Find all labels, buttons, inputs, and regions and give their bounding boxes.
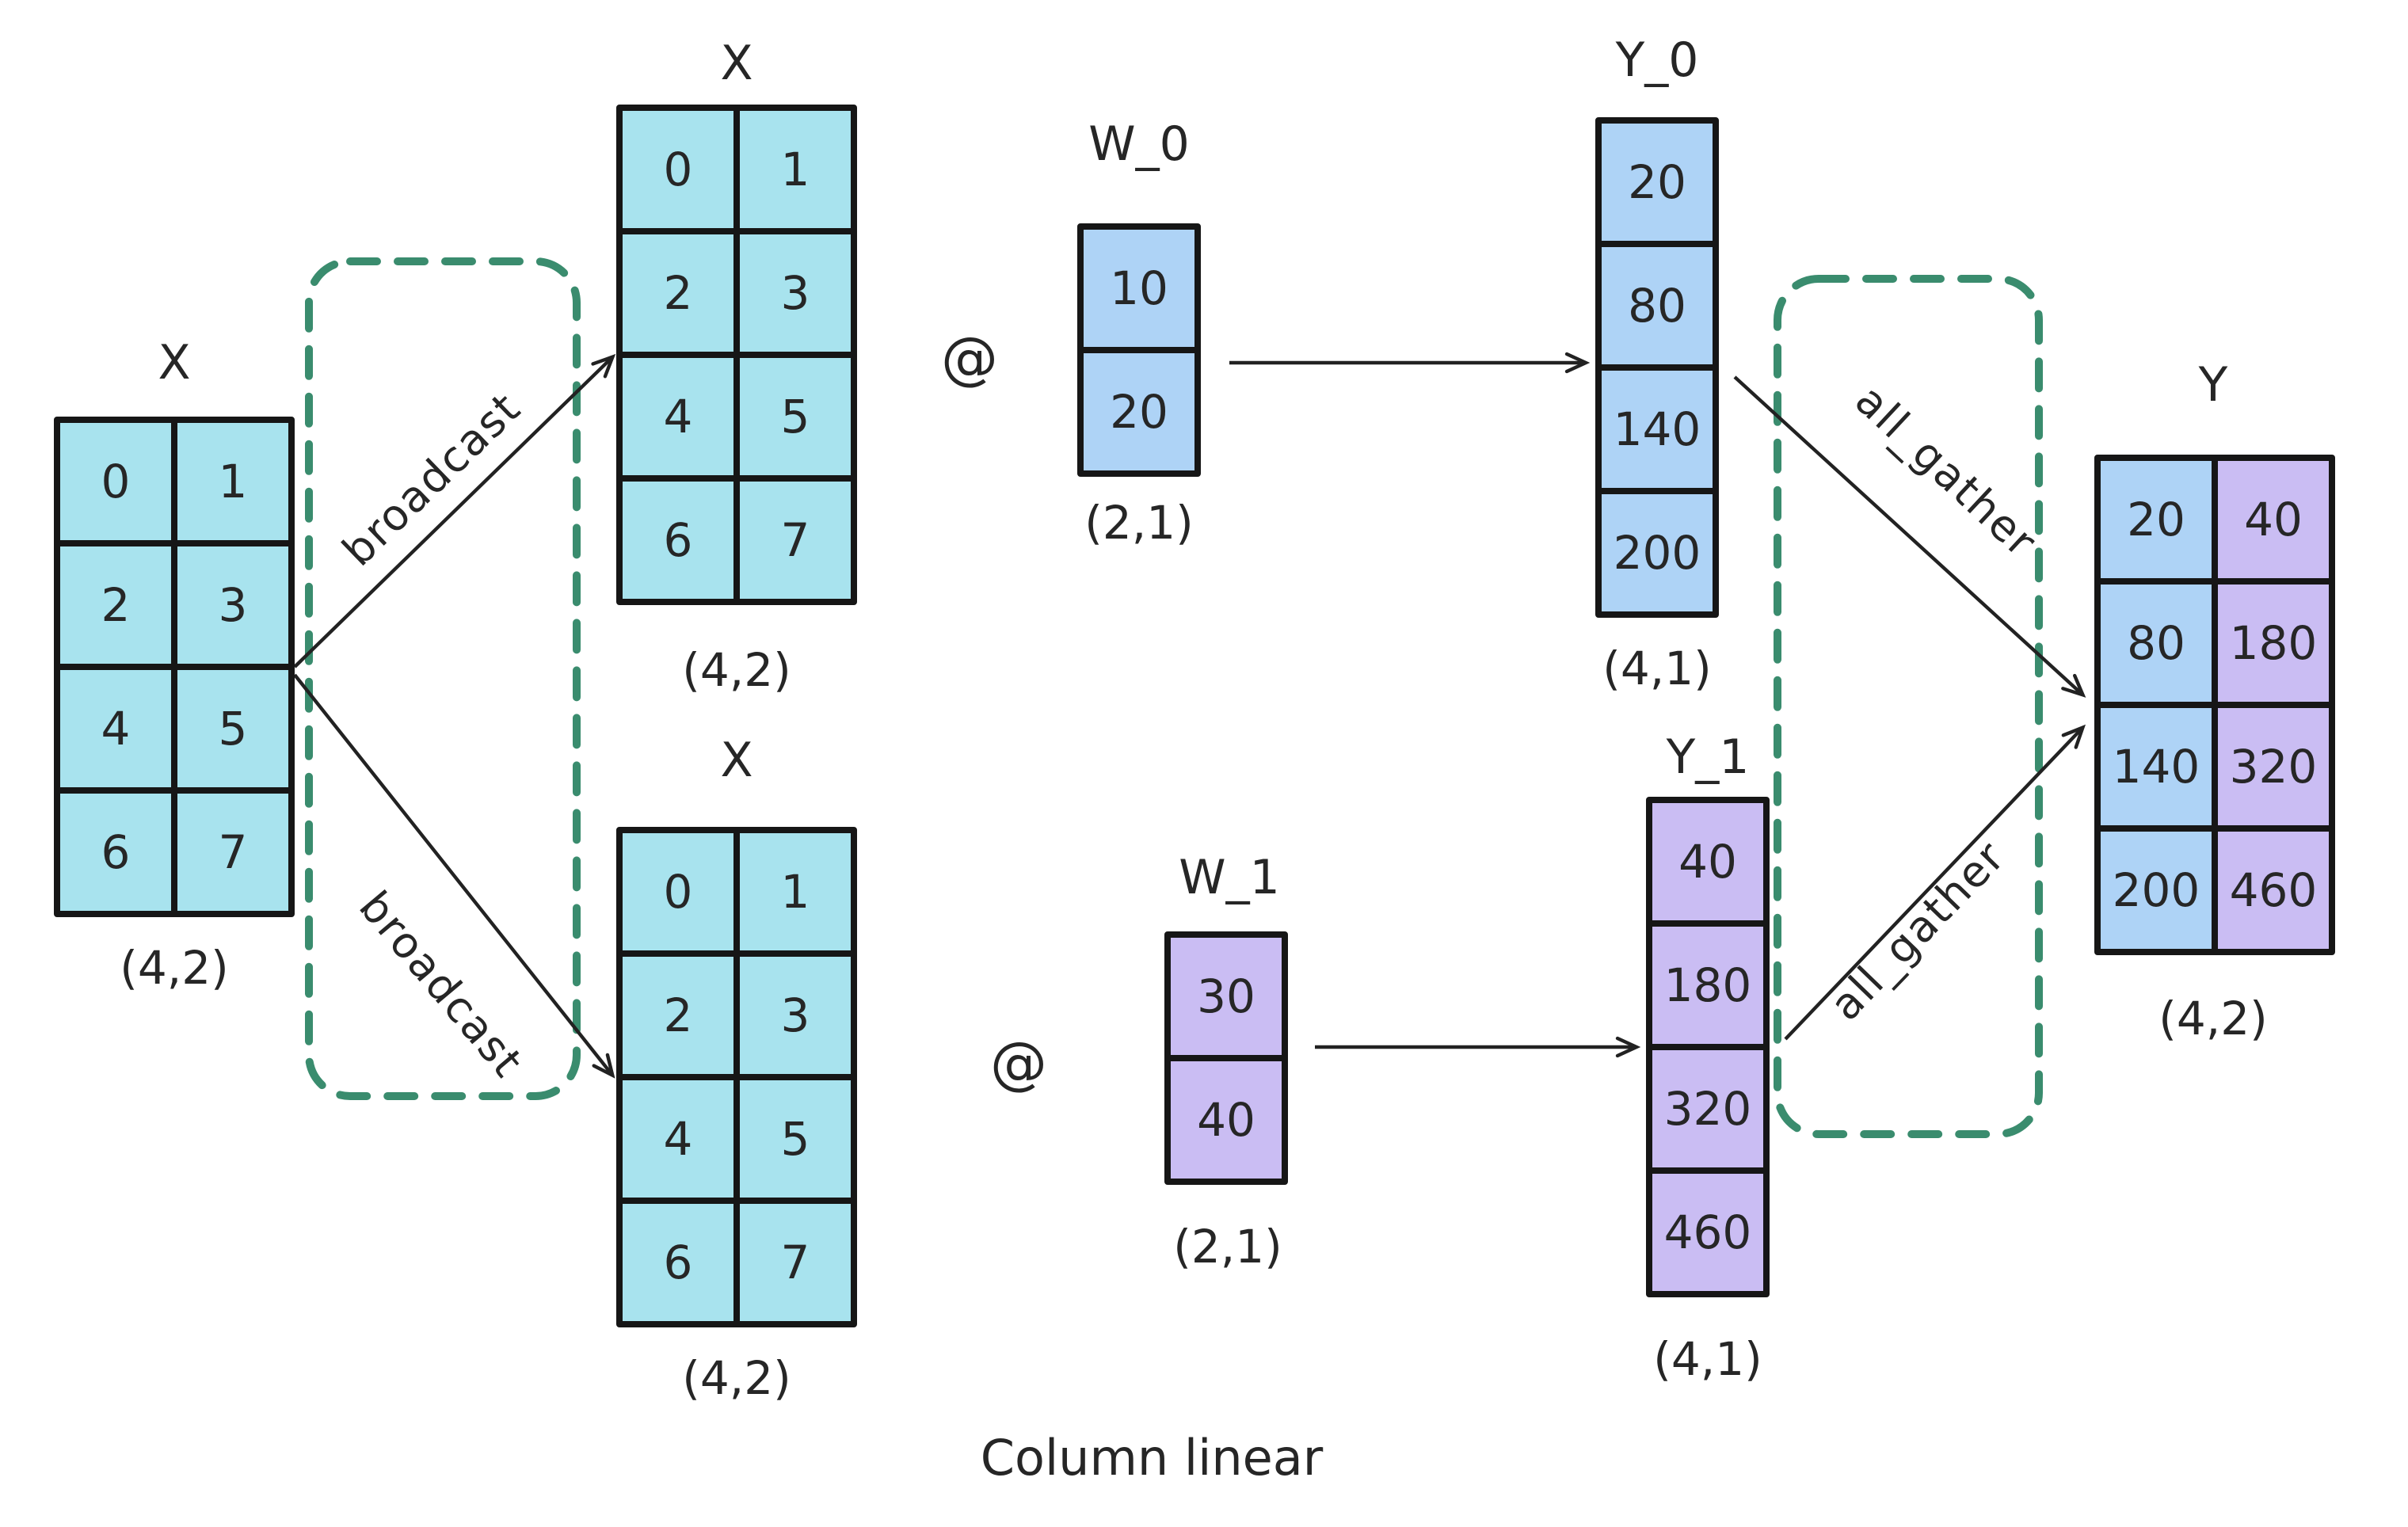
matrix-cell: 460: [2218, 832, 2329, 949]
matrix-cell: 80: [1602, 247, 1713, 364]
matrix-cell: 140: [2101, 708, 2212, 825]
matrix-cell: 200: [1602, 494, 1713, 611]
matrix-cell: 2: [60, 546, 171, 664]
matrix-cell: 320: [2218, 708, 2329, 825]
y-output-matrix: 20 40 80 180 140 320 200 460: [2094, 455, 2335, 955]
matrix-cell: 7: [740, 1204, 851, 1321]
matrix-cell: 0: [623, 833, 733, 950]
matrix-cell: 0: [60, 423, 171, 540]
matrix-cell: 3: [740, 234, 851, 352]
diagram-title: Column linear: [980, 1430, 1324, 1487]
matrix-cell: 180: [1652, 927, 1763, 1044]
broadcast-bottom-label: broadcast: [349, 882, 532, 1088]
matrix-cell: 40: [2218, 461, 2329, 578]
matrix-cell: 80: [2101, 585, 2212, 702]
matrix-cell: 20: [2101, 461, 2212, 578]
matrix-cell: 5: [177, 670, 288, 787]
y1-matrix: 40 180 320 460: [1646, 797, 1770, 1297]
matrix-cell: 10: [1084, 230, 1194, 347]
matrix-cell: 140: [1602, 371, 1713, 488]
broadcast-arrow-top: [293, 353, 616, 668]
y1-label: Y_1: [1666, 730, 1750, 786]
matmul-operator-top: @: [941, 327, 998, 392]
x-input-label: X: [158, 336, 191, 391]
y1-shape: (4,1): [1653, 1332, 1762, 1386]
matrix-cell: 1: [177, 423, 288, 540]
y-output-label: Y: [2198, 358, 2228, 413]
w1-matrix: 30 40: [1164, 931, 1288, 1185]
all-gather-bottom-label: all_gather: [1821, 832, 2016, 1031]
broadcast-top-label: broadcast: [333, 383, 532, 577]
x-top-shape: (4,2): [682, 643, 791, 697]
matrix-cell: 4: [623, 358, 733, 475]
x-input-matrix: 0 1 2 3 4 5 6 7: [54, 417, 295, 917]
matrix-cell: 40: [1652, 803, 1763, 920]
matrix-cell: 20: [1602, 124, 1713, 241]
x-bottom-shape: (4,2): [682, 1351, 791, 1405]
matrix-cell: 5: [740, 358, 851, 475]
y0-label: Y_0: [1615, 33, 1699, 89]
matrix-cell: 460: [1652, 1174, 1763, 1291]
matmul-operator-bottom: @: [990, 1032, 1047, 1097]
y0-shape: (4,1): [1602, 642, 1712, 695]
matrix-cell: 5: [740, 1080, 851, 1198]
x-top-label: X: [720, 36, 753, 92]
matrix-cell: 180: [2218, 585, 2329, 702]
x-top-matrix: 0 1 2 3 4 5 6 7: [616, 105, 857, 605]
x-bottom-label: X: [720, 733, 753, 789]
matrix-cell: 6: [60, 794, 171, 911]
matrix-cell: 6: [623, 482, 733, 599]
w1-shape: (2,1): [1173, 1220, 1282, 1274]
matrix-cell: 7: [740, 482, 851, 599]
matrix-cell: 200: [2101, 832, 2212, 949]
w1-label: W_1: [1179, 851, 1280, 906]
all-gather-top-label: all_gather: [1845, 376, 2046, 568]
w0-label: W_0: [1088, 117, 1190, 173]
x-input-shape: (4,2): [120, 941, 229, 995]
y-output-shape: (4,2): [2158, 992, 2268, 1045]
matrix-cell: 1: [740, 833, 851, 950]
matrix-cell: 2: [623, 957, 733, 1074]
x-bottom-matrix: 0 1 2 3 4 5 6 7: [616, 827, 857, 1327]
matrix-cell: 3: [177, 546, 288, 664]
matrix-cell: 30: [1171, 938, 1282, 1055]
matrix-cell: 7: [177, 794, 288, 911]
matrix-cell: 3: [740, 957, 851, 1074]
matrix-cell: 4: [623, 1080, 733, 1198]
w0-shape: (2,1): [1084, 496, 1194, 550]
matrix-cell: 320: [1652, 1050, 1763, 1167]
matrix-cell: 4: [60, 670, 171, 787]
w0-matrix: 10 20: [1077, 223, 1201, 477]
matrix-cell: 1: [740, 111, 851, 228]
matrix-cell: 40: [1171, 1061, 1282, 1179]
matrix-cell: 6: [623, 1204, 733, 1321]
matrix-cell: 0: [623, 111, 733, 228]
matrix-cell: 2: [623, 234, 733, 352]
y0-matrix: 20 80 140 200: [1595, 117, 1719, 618]
matrix-cell: 20: [1084, 353, 1194, 470]
